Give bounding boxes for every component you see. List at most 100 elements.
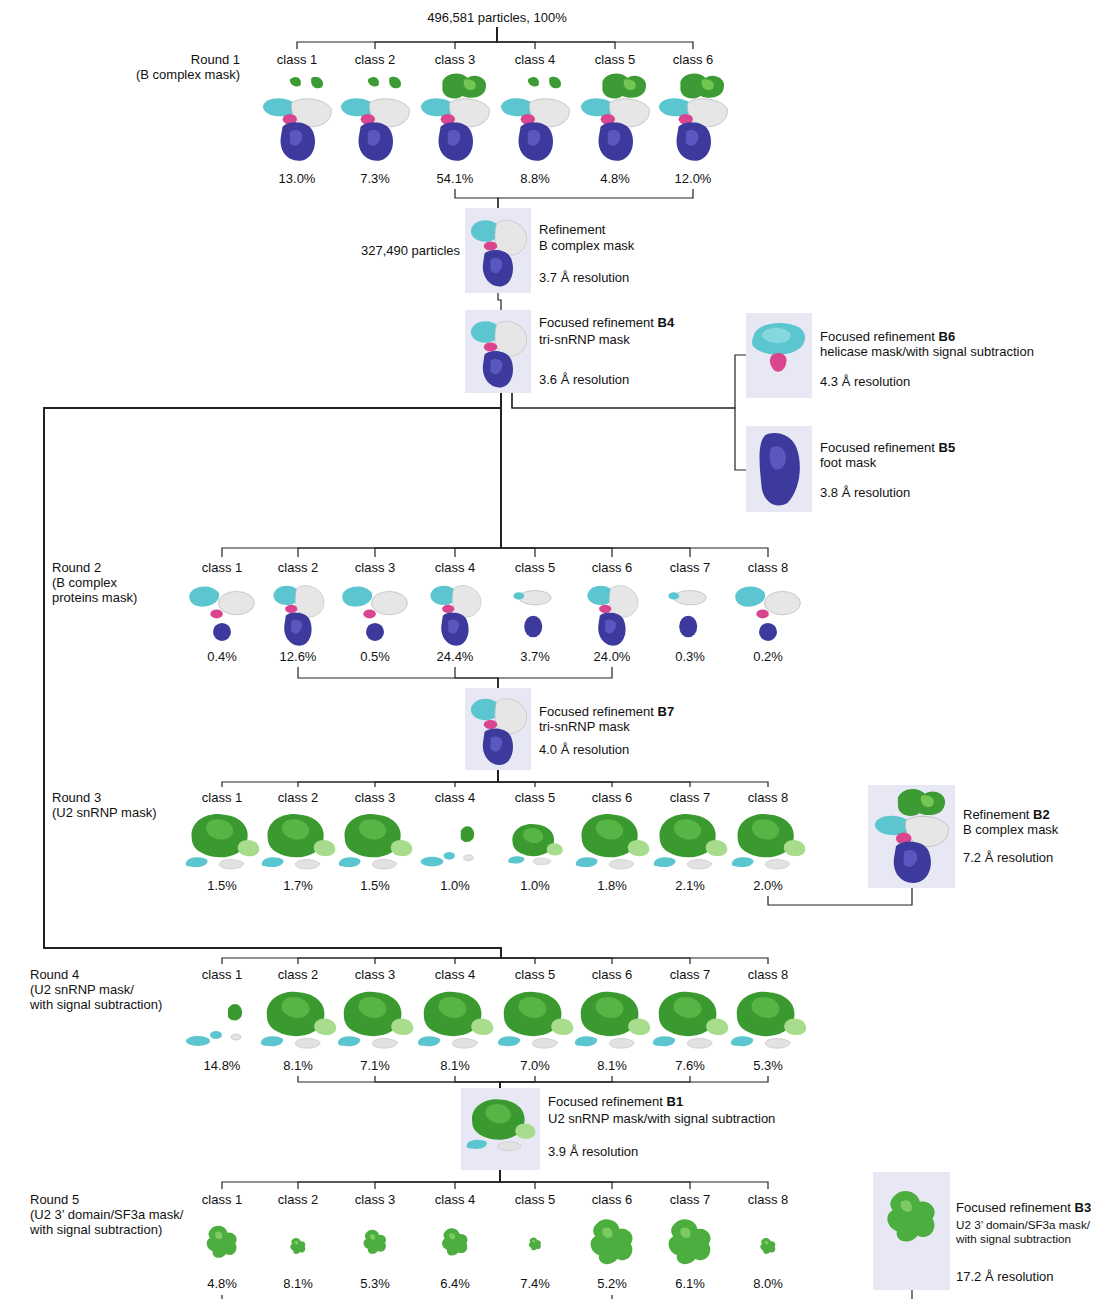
mask-name: B complex mask (539, 238, 634, 253)
class-node: class 5 7.4% (497, 1189, 573, 1294)
class-node: class 80.2% (730, 557, 806, 667)
class-map (654, 814, 727, 869)
tree-connector (501, 393, 535, 557)
tree-connector (297, 27, 497, 49)
particle-percent: 8.8% (520, 171, 550, 186)
class-node: class 8 8.0% (730, 1189, 806, 1294)
class-label: class 8 (730, 1192, 806, 1207)
class-percent: 4.8% (577, 171, 653, 186)
round-mask-label: (B complex mask) (136, 67, 240, 82)
class-node: class 2 1.7% (260, 787, 336, 896)
tree-connector (500, 1170, 768, 1189)
class-name: class 5 (515, 967, 555, 982)
class-node: class 68.1% (574, 964, 650, 1076)
class-node: class 46.4% (417, 1189, 493, 1294)
class-label: class 1 (259, 52, 335, 67)
particle-count: 496,581 particles, 100% (427, 10, 566, 25)
map-id: B6 (939, 329, 956, 344)
text-line: Focused refinementB1 (548, 1094, 683, 1109)
class-label: class 6 (574, 790, 650, 805)
tree-connector (497, 27, 693, 49)
class-name: class 4 (435, 1192, 475, 1207)
resolution: 4.3 Å resolution (820, 374, 910, 389)
class-label: class 3 (337, 967, 413, 982)
class-label: class 6 (655, 52, 731, 67)
class-label: class 3 (417, 52, 493, 67)
class-label: class 2 (260, 560, 336, 575)
tree-connector (498, 770, 612, 787)
class-map (341, 77, 410, 161)
particle-percent: 8.1% (283, 1276, 313, 1291)
class-name: class 1 (202, 967, 242, 982)
tree-connector (501, 393, 690, 557)
text-line: B complex mask (539, 238, 634, 253)
mask-name: tri-snRNP mask (539, 719, 630, 734)
text-line: tri-snRNP mask (539, 719, 630, 734)
class-percent: 8.1% (260, 1276, 336, 1291)
class-percent: 1.5% (337, 878, 413, 893)
tree-connector (222, 1170, 500, 1189)
class-percent: 6.1% (652, 1276, 728, 1291)
map-id: B1 (667, 1094, 684, 1109)
map-panel (465, 310, 531, 393)
class-node: class 212.6% (260, 557, 336, 667)
tree-connector (497, 27, 535, 49)
class-label: class 4 (417, 790, 493, 805)
class-name: class 6 (592, 1192, 632, 1207)
tree-connector (498, 293, 501, 310)
class-node: class 624.0% (574, 557, 650, 667)
class-name: class 1 (202, 790, 242, 805)
map-panel (746, 313, 812, 398)
mask-name: helicase mask/with signal subtraction (820, 344, 1034, 359)
particle-percent: 1.7% (283, 878, 313, 893)
particle-percent: 7.1% (360, 1058, 390, 1073)
box-heading: Refinement (539, 222, 605, 237)
round-label: Round 4 (30, 967, 79, 982)
class-percent: 8.1% (417, 1058, 493, 1073)
tree-stub (611, 1295, 612, 1299)
class-map (760, 1238, 775, 1254)
class-name: class 8 (748, 1192, 788, 1207)
tree-connector (498, 189, 693, 208)
tree-connector (375, 1076, 500, 1088)
class-map (668, 591, 706, 638)
class-label: class 6 (574, 560, 650, 575)
class-node: class 612.0% (655, 49, 731, 189)
particle-percent: 8.1% (283, 1058, 313, 1073)
round-mask-label: with signal subtraction) (30, 1222, 162, 1237)
class-label: class 4 (497, 52, 573, 67)
text-line: helicase mask/with signal subtraction (820, 344, 1034, 359)
particle-percent: 5.3% (360, 1276, 390, 1291)
class-percent: 8.0% (730, 1276, 806, 1291)
class-node: class 113.0% (259, 49, 335, 189)
tree-connector (298, 770, 498, 787)
class-percent: 8.8% (497, 171, 573, 186)
density-map (760, 433, 800, 506)
class-node: class 14.8% (184, 1189, 260, 1294)
class-map (421, 73, 490, 160)
class-name: class 3 (355, 1192, 395, 1207)
class-node: class 10.4% (184, 557, 260, 667)
class-map (342, 586, 407, 641)
class-name: class 4 (435, 967, 475, 982)
class-map (581, 73, 650, 160)
refinement-box: Focused refinementB6helicase mask/with s… (746, 313, 1036, 398)
class-label: class 4 (417, 560, 493, 575)
density-map (471, 699, 527, 765)
round-mask-label: (U2 snRNP mask) (52, 805, 157, 820)
tree-connector (501, 393, 612, 557)
class-name: class 2 (278, 790, 318, 805)
class-percent: 3.7% (497, 649, 573, 664)
box-heading: Focused refinement (539, 704, 654, 719)
class-name: class 5 (515, 1192, 555, 1207)
class-name: class 7 (670, 560, 710, 575)
text-line: 3.7 Å resolution (539, 270, 629, 285)
class-map (529, 1238, 541, 1251)
class-label: class 7 (652, 1192, 728, 1207)
resolution: 3.9 Å resolution (548, 1144, 638, 1159)
class-percent: 7.4% (497, 1276, 573, 1291)
class-node: class 4 8.1% (417, 964, 493, 1076)
class-name: class 8 (748, 790, 788, 805)
class-label: class 1 (184, 1192, 260, 1207)
class-map (418, 992, 493, 1049)
